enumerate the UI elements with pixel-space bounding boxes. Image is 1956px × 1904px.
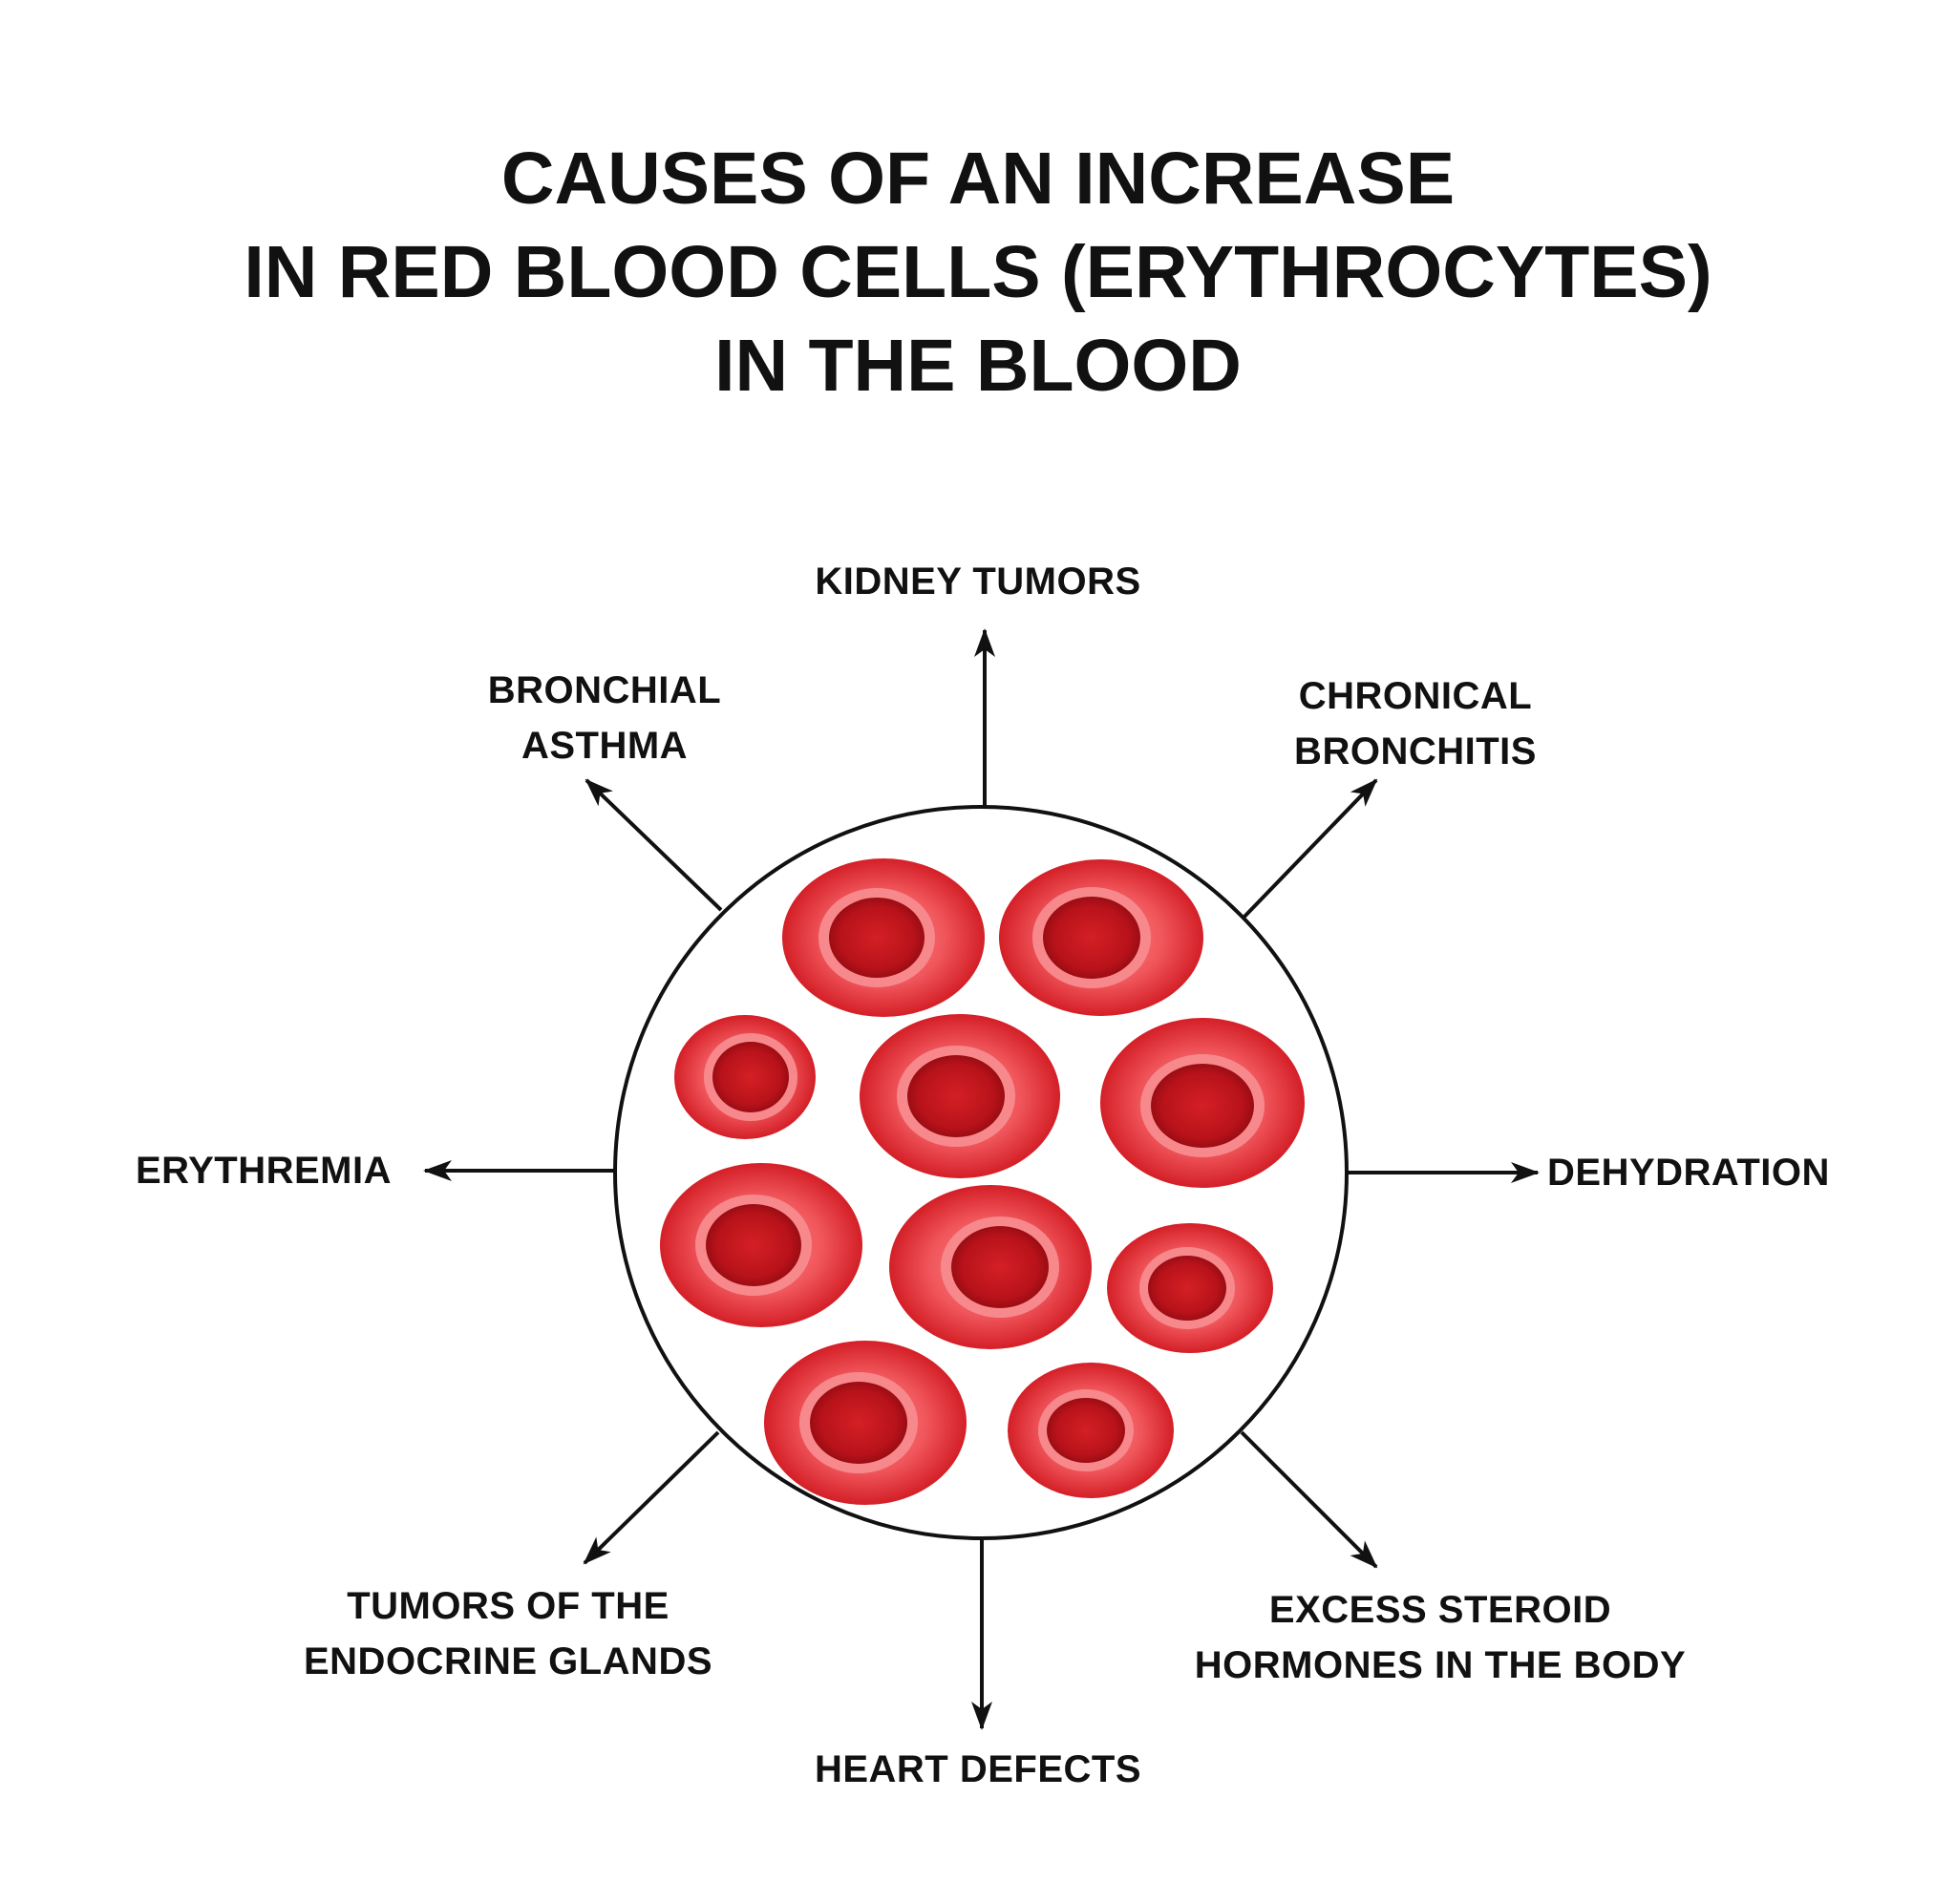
cause-chronical-bronchitis: CHRONICAL BRONCHITIS <box>1294 668 1537 779</box>
arrow-down-right <box>1240 1430 1378 1569</box>
cause-heart-defects-text: HEART DEFECTS <box>814 1748 1142 1790</box>
cause-excess-steroid: EXCESS STEROID HORMONES IN THE BODY <box>1195 1582 1686 1693</box>
arrow-up-left <box>585 778 723 912</box>
cause-endocrine-tumors-line-2: ENDOCRINE GLANDS <box>303 1640 713 1682</box>
cause-kidney-tumors: KIDNEY TUMORS <box>815 554 1140 609</box>
cause-bronchial-asthma: BRONCHIAL ASTHMA <box>488 663 721 773</box>
cause-excess-steroid-line-1: EXCESS STEROID <box>1268 1589 1612 1631</box>
cause-bronchial-asthma-line-2: ASTHMA <box>521 725 689 767</box>
blood-cell-icon <box>782 858 985 1017</box>
arrow-up-right <box>1240 778 1378 921</box>
cause-dehydration: DEHYDRATION <box>1547 1145 1830 1200</box>
cause-chronical-bronchitis-line-1: CHRONICAL <box>1298 675 1533 717</box>
blood-cell-icon <box>660 1163 862 1327</box>
blood-cell-icon <box>1100 1018 1305 1188</box>
title-line-2: IN RED BLOOD CELLS (ERYTHROCYTES) <box>244 231 1712 313</box>
blood-cell-icon <box>860 1014 1060 1178</box>
blood-cell-icon <box>1008 1363 1174 1498</box>
blood-cell-icon <box>999 859 1203 1016</box>
cause-chronical-bronchitis-line-2: BRONCHITIS <box>1294 730 1537 772</box>
cause-endocrine-tumors-line-1: TUMORS OF THE <box>347 1585 670 1627</box>
arrow-down-left <box>583 1430 720 1565</box>
cause-erythremia: ERYTHREMIA <box>136 1143 392 1198</box>
blood-cell-icon <box>764 1341 967 1505</box>
title-line-1: CAUSES OF AN INCREASE <box>500 138 1456 220</box>
blood-cell-icon <box>889 1185 1092 1349</box>
cause-endocrine-tumors: TUMORS OF THE ENDOCRINE GLANDS <box>304 1578 712 1689</box>
cause-heart-defects: HEART DEFECTS <box>815 1742 1141 1797</box>
title-line-3: IN THE BLOOD <box>714 325 1242 407</box>
cause-bronchial-asthma-line-1: BRONCHIAL <box>487 669 722 711</box>
cause-dehydration-text: DEHYDRATION <box>1547 1152 1830 1194</box>
arrows <box>423 628 1540 1730</box>
cause-erythremia-text: ERYTHREMIA <box>136 1150 392 1192</box>
red-blood-cells <box>660 858 1305 1505</box>
blood-cell-icon <box>1107 1223 1273 1353</box>
blood-cell-icon <box>674 1015 816 1139</box>
cause-excess-steroid-line-2: HORMONES IN THE BODY <box>1194 1644 1687 1686</box>
page-title: CAUSES OF AN INCREASE IN RED BLOOD CELLS… <box>0 132 1956 413</box>
cause-kidney-tumors-text: KIDNEY TUMORS <box>815 561 1141 603</box>
